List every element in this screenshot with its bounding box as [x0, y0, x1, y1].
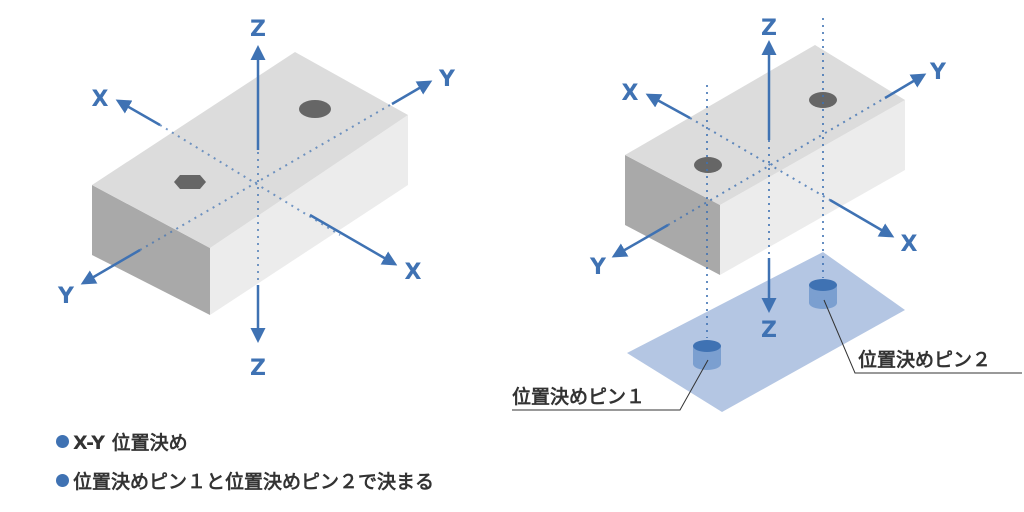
x-upper-arrow — [115, 99, 161, 127]
y-upper-arrow — [884, 73, 927, 100]
pin-1 — [693, 340, 721, 370]
y-lower-label: Y — [57, 284, 75, 309]
pin1-leader-line — [512, 359, 709, 411]
note-pins-determine: 位置決めピン１と位置決めピン２で決まる — [56, 467, 434, 494]
pin2-leader-line — [823, 299, 1022, 374]
z-bottom-label: Z — [250, 356, 266, 381]
pin2-label: 位置決めピン２ — [858, 348, 991, 371]
note-xy-positioning: X-Y 位置決め — [56, 428, 188, 455]
z-top-label: Z — [761, 16, 777, 41]
hex-hole — [174, 175, 206, 189]
pin-2 — [809, 279, 837, 309]
left-axes — [80, 45, 433, 343]
y-upper-label: Y — [438, 67, 456, 92]
x-upper-arrow — [645, 93, 691, 120]
x-lower-arrow — [309, 213, 398, 266]
right-block — [625, 45, 905, 275]
hole-1 — [694, 157, 722, 173]
round-hole — [299, 100, 331, 118]
hole-2 — [809, 92, 837, 108]
bullet-icon — [56, 435, 69, 448]
x-lower-arrow — [829, 198, 895, 238]
x-lower-label: X — [405, 260, 422, 285]
y-lower-arrow — [80, 248, 141, 285]
y-lower-arrow — [611, 223, 669, 258]
x-upper-label: X — [622, 81, 639, 106]
y-lower-label: Y — [589, 255, 607, 280]
bullet-icon — [56, 474, 69, 487]
z-bottom-label: Z — [761, 318, 777, 343]
note-text: 位置決めピン１と位置決めピン２で決まる — [73, 471, 435, 493]
y-upper-arrow — [391, 80, 433, 106]
pin1-label: 位置決めピン１ — [512, 385, 645, 408]
note-text: X-Y 位置決め — [73, 432, 188, 454]
left-block — [92, 52, 408, 315]
right-axes — [611, 18, 927, 338]
z-top-label: Z — [250, 17, 266, 42]
x-upper-label: X — [92, 87, 109, 112]
y-upper-label: Y — [929, 60, 947, 85]
x-lower-label: X — [901, 232, 918, 257]
